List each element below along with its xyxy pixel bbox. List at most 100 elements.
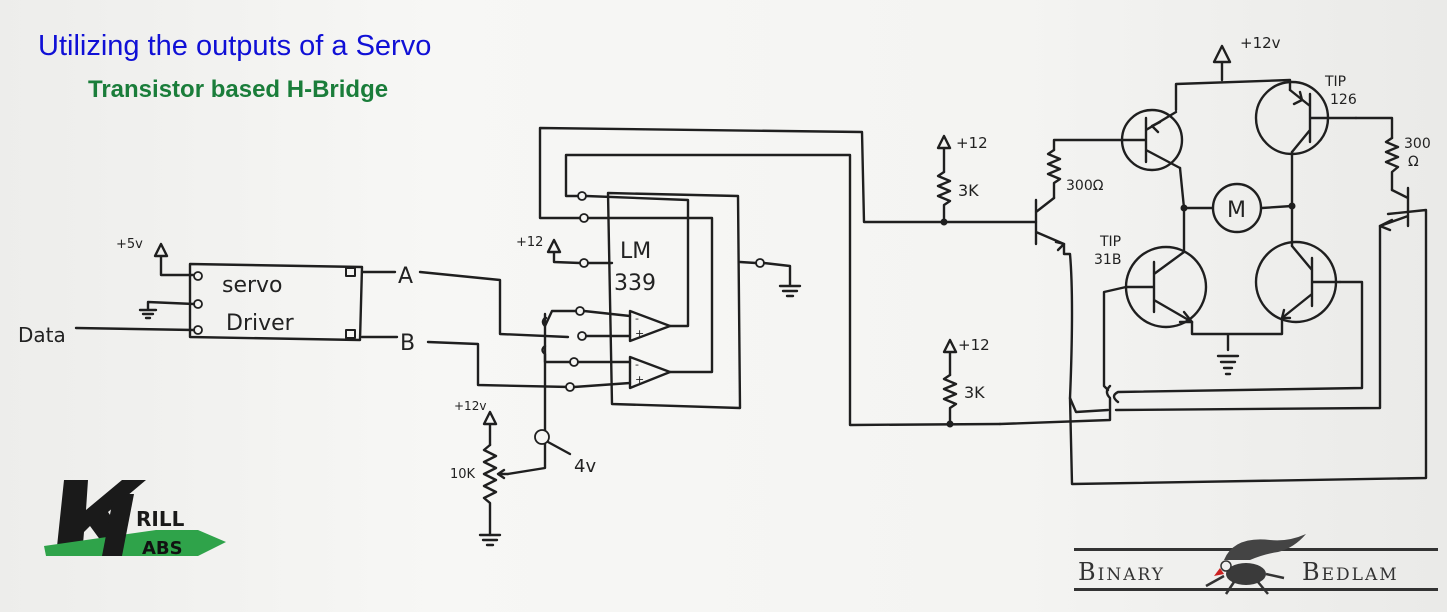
krill-logo-l-shape: [102, 494, 134, 556]
test-point-leader: [546, 440, 572, 456]
supply-bridge-rail: [1174, 44, 1292, 112]
page-title: Utilizing the outputs of a Servo: [38, 30, 432, 62]
wire-npn-left-base: [1102, 285, 1128, 392]
driver-left-arrow: [1054, 240, 1066, 252]
lm339-box: [606, 191, 742, 410]
pnp-left-arrow: [1150, 120, 1162, 134]
pnp-right-leads: [1288, 88, 1358, 154]
comparator-1-minus: -: [635, 312, 639, 325]
base-resistor-right-unit: Ω: [1408, 154, 1419, 170]
supply-pullup-bottom-label: +12: [958, 336, 990, 354]
motor-label: M: [1227, 198, 1246, 223]
test-point-4v: [534, 429, 550, 445]
supply-bridge-label: +12v: [1240, 34, 1281, 52]
pin-vcc: [193, 271, 203, 281]
wire-pnp-left-base: [1052, 138, 1124, 152]
pullup-top: +12 3K: [936, 134, 988, 226]
driver-left-transistor: [1034, 196, 1110, 414]
pin-b-marker: [345, 329, 356, 339]
pnp-left-leads: [1120, 110, 1182, 170]
comparator-2-plus: +: [635, 373, 644, 386]
npn-left-leads: [1124, 250, 1194, 324]
resistor-top: [936, 170, 952, 224]
supply-divider-label: +12v: [454, 399, 486, 413]
ground-symbol-bridge: [1190, 316, 1284, 376]
supply-divider-arrow: [482, 410, 498, 447]
output-a-label: A: [398, 264, 413, 289]
motor: [1211, 182, 1263, 234]
output-routing: [538, 126, 1038, 427]
binary-logo-text-right: Bedlam: [1302, 558, 1399, 586]
pnp-right-arrow: [1292, 90, 1304, 106]
pin-a-marker: [345, 267, 356, 277]
junction-top: [940, 218, 948, 226]
comparator-2: [628, 355, 672, 390]
comparator-1: [628, 309, 672, 343]
comparator-1-output: [584, 194, 690, 328]
wire-bottom-to-npn: [998, 384, 1112, 426]
base-resistor-right-value: 300: [1404, 136, 1431, 152]
krill-labs-logo: RILL ABS: [44, 480, 226, 559]
servo-driver-label-line1: servo: [222, 273, 283, 298]
comparator-ic: +12 LM 339 - + - +: [516, 191, 802, 410]
driver-right-transistor: [1114, 186, 1410, 412]
data-wire: [74, 326, 196, 332]
driver-left: 300Ω: [1034, 138, 1428, 486]
base-resistor-right: [1384, 136, 1400, 192]
output-b-label: B: [400, 331, 415, 356]
comparator-2-output: [586, 216, 714, 374]
pullup-bottom: +12 3K: [942, 336, 1112, 428]
npn-part-line1: TIP: [1099, 234, 1121, 250]
resistor-top-label: 3K: [958, 181, 979, 200]
comparator-2-minus: -: [635, 358, 639, 371]
ic-label-line1: LM: [620, 239, 651, 264]
supply-ic-arrow: [546, 238, 582, 265]
binary-logo-skeleton-emblem: [1205, 534, 1306, 595]
servo-outputs: A B: [360, 264, 572, 389]
servo-driver-label-line2: Driver: [226, 311, 295, 336]
servo-driver-block: +5v servo Driver Data: [18, 237, 364, 347]
pot-value-label: 10K: [450, 467, 476, 482]
servo-driver-box: [188, 262, 364, 342]
binary-logo-text-left: Binary: [1078, 558, 1165, 586]
npn-base-routing: [1102, 280, 1364, 404]
wire-left-driver-emitter-loop: [1068, 208, 1428, 486]
wire-out1-to-bottom-pullup: [564, 153, 1002, 427]
wire-npn-right-base: [1112, 280, 1364, 404]
reference-divider: 4v +12v 10K: [450, 309, 596, 547]
pot-wiper: [496, 468, 510, 480]
pnp-part-line1: TIP: [1324, 74, 1346, 90]
npn-right-leads: [1280, 244, 1342, 320]
resistor-bottom: [942, 373, 958, 426]
wire-out2-to-left-driver: [538, 126, 1038, 224]
bus-to-in2-minus: [541, 344, 572, 364]
data-label: Data: [18, 323, 66, 347]
junction-bottom: [946, 420, 954, 428]
page-subtitle: Transistor based H-Bridge: [88, 76, 389, 103]
krill-logo-text-top: RILL: [136, 507, 185, 531]
ic-input-wires: [572, 309, 632, 389]
ic-label-line2: 339: [614, 271, 656, 296]
ground-symbol-pot: [478, 533, 502, 547]
npn-part-line2: 31B: [1094, 252, 1121, 268]
bus-to-in1-minus: [541, 309, 578, 328]
wire-pnp-right-base: [1354, 116, 1394, 140]
base-resistor-left: [1046, 148, 1062, 200]
supply-pullup-bottom-arrow: [942, 338, 958, 377]
h-bridge: +12v TIP 126 M TIP 31B: [1094, 34, 1358, 376]
krill-logo-arrow: [44, 530, 226, 556]
wire-b-to-comparator: [426, 340, 572, 389]
supply-pullup-top-arrow: [936, 134, 952, 174]
ground-symbol-ic: [738, 260, 802, 298]
supply-ic-label: +12: [516, 235, 543, 250]
resistor-bottom-label: 3K: [964, 383, 985, 402]
ref-voltage-label: 4v: [574, 456, 596, 477]
supply-5v-arrow: [153, 242, 200, 277]
wire-a-to-comparator: [418, 270, 570, 339]
comparator-1-plus: +: [635, 327, 644, 340]
reference-bus: [506, 312, 548, 476]
driver-right-arrow: [1378, 218, 1394, 232]
binary-logo-rule-bottom: [1074, 588, 1438, 591]
